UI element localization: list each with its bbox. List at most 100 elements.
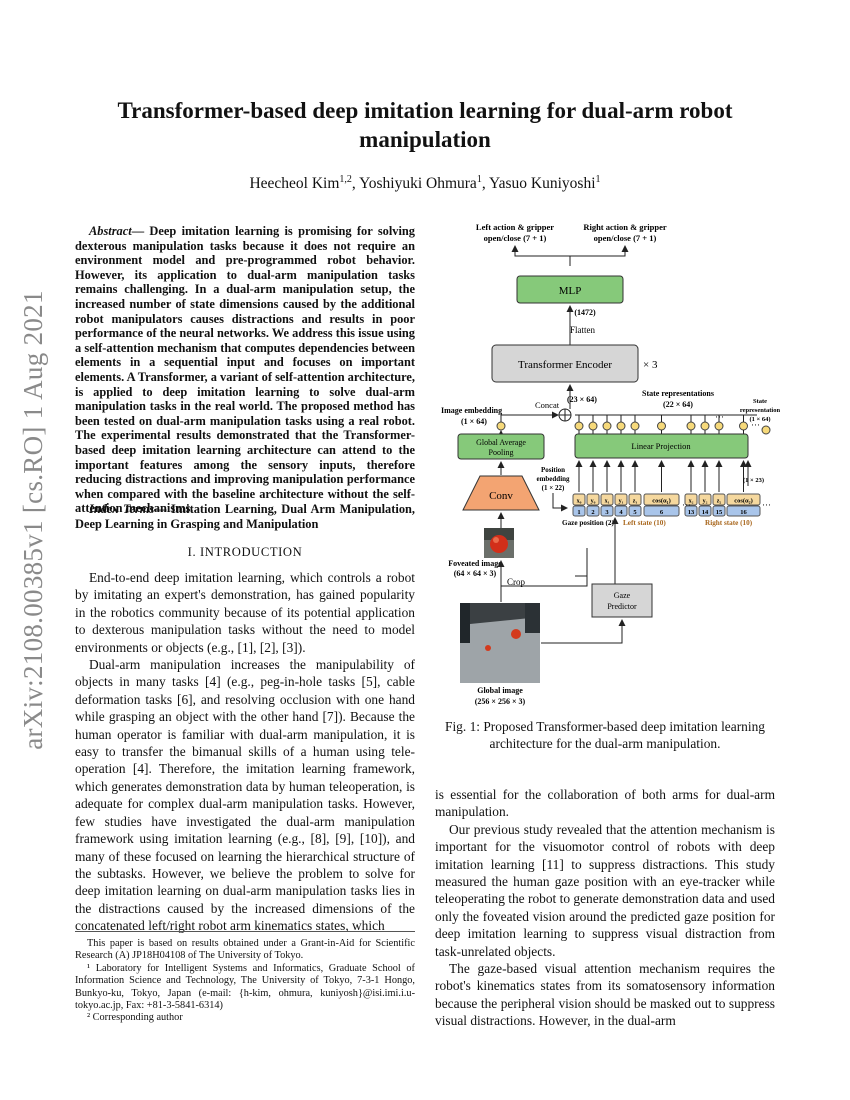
state-token-circle [739, 421, 748, 431]
author-name: Heecheol Kim [249, 175, 340, 193]
intro-body: End-to-end deep imitation learning, whic… [75, 569, 415, 935]
token-index-label: 13 [688, 509, 695, 516]
foveated-dim: (64 × 64 × 3) [454, 569, 497, 578]
transformer-repeat: × 3 [643, 359, 658, 371]
image-embedding-label: Image embedding [441, 406, 502, 415]
transformer-label: Transformer Encoder [518, 359, 612, 371]
token-index-label: 3 [605, 509, 609, 516]
gap-label: Global Average [476, 438, 526, 447]
author-name: Yasuo Kuniyoshi [489, 175, 596, 193]
index-terms-text: Imitation Learning, Dual Arm Manipulatio… [75, 502, 415, 531]
image-embedding-dim: (1 × 64) [461, 417, 487, 426]
dim-23x64: (23 × 64) [567, 395, 597, 404]
token-value [572, 493, 586, 506]
token-index [600, 505, 614, 517]
abstract-text: Deep imitation learning is promising for… [75, 224, 416, 516]
token-index-label: 4 [619, 509, 623, 516]
paragraph: Our previous study revealed that the att… [435, 821, 775, 959]
right-state-label: Right state (10) [705, 519, 753, 527]
token-index [614, 505, 628, 517]
mlp-block [516, 275, 624, 304]
state-repr-small: State [753, 398, 767, 405]
token-index [698, 505, 712, 517]
state-repr-small-2: representation [740, 407, 780, 414]
footnote: This paper is based on results obtained … [75, 938, 415, 962]
token-index-label: 16 [740, 509, 747, 516]
token-ellipsis: ··· [682, 500, 691, 510]
state-token-circle [657, 421, 666, 431]
right-action-label: Right action & gripper [583, 222, 667, 232]
abstract-dash: — [131, 224, 150, 238]
index-terms: Index Terms— Imitation Learning, Dual Ar… [75, 502, 415, 531]
paragraph: Dual-arm manipulation increases the mani… [75, 657, 415, 934]
gap-label-2: Pooling [489, 448, 514, 457]
paragraph: is essential for the collaboration of bo… [435, 787, 775, 820]
token-value-label: cos(α₁) [652, 498, 671, 505]
token-value [600, 493, 614, 506]
token-index [586, 505, 600, 517]
flatten-label: Flatten [570, 325, 595, 335]
linear-projection-block [574, 433, 749, 459]
state-ellipsis: ··· [715, 412, 724, 422]
abstract-label: Abstract [89, 224, 132, 238]
author-separator: , [481, 175, 489, 193]
foveated-image [484, 528, 514, 558]
token-value [712, 493, 726, 506]
state-repr-dim: (22 × 64) [663, 400, 693, 409]
pos-emb-dim: (1 × 22) [542, 484, 565, 492]
global-to-gaze-arrow [541, 619, 626, 644]
position-embedding-arrow [552, 493, 568, 512]
image-to-concat [500, 411, 559, 422]
footnote-divider [75, 931, 415, 932]
token-value-label: x₁ [605, 499, 610, 505]
token-value-label: x₂ [689, 499, 694, 505]
author-affiliation: 1 [476, 174, 482, 185]
state-token-circle [616, 421, 626, 431]
token-value-label: z₁ [633, 499, 638, 505]
projection-arrows [552, 460, 752, 512]
token-value [684, 493, 698, 506]
gaze-predictor-block [591, 583, 653, 618]
token-value-label: x₀ [577, 499, 582, 505]
state-token-circle [700, 421, 710, 431]
state-token-circle [602, 421, 612, 431]
state-repr-extra-circle [761, 425, 771, 435]
pos-emb-label: Position [541, 466, 565, 474]
token-value [628, 493, 642, 506]
right-column-body: is essential for the collaboration of bo… [435, 786, 775, 1030]
figure-caption: Fig. 1: Proposed Transformer-based deep … [445, 719, 765, 751]
token-value-label: z₂ [717, 499, 722, 505]
token-index [628, 505, 642, 517]
global-image [460, 603, 540, 683]
token-value-label: y₂ [703, 499, 708, 505]
state-repr-small-dim: (1 × 64) [749, 416, 770, 423]
token-index-label: 5 [633, 509, 637, 516]
gap-block [457, 433, 545, 460]
token-index-label: 1 [577, 509, 580, 516]
token-index-label: 2 [591, 509, 594, 516]
token-value-label: y₁ [619, 499, 624, 505]
author-separator: , [351, 175, 360, 193]
pos-emb-label-2: embedding [536, 475, 570, 483]
token-index [572, 505, 586, 517]
token-value [698, 493, 712, 506]
section-heading: I. INTRODUCTION [187, 545, 303, 559]
footnote: ¹ Laboratory for Intelligent Systems and… [75, 962, 415, 1012]
paragraph: The gaze-based visual attention mechanis… [435, 961, 775, 1029]
index-terms-dash: — [154, 502, 171, 516]
token-value [726, 493, 761, 506]
left-state-label: Left state (10) [623, 519, 666, 527]
crop-label: Crop [507, 577, 526, 587]
state-token-circle [686, 421, 696, 431]
token-value [614, 493, 628, 506]
gaze-predictor-label-2: Predictor [607, 602, 637, 611]
dim-1472: (1472) [574, 308, 596, 317]
token-value-label: cos(α₂) [734, 498, 753, 505]
state-ellipsis-2: ··· [751, 420, 760, 430]
transformer-block [491, 344, 639, 383]
left-action-dim: open/close (7 + 1) [484, 233, 547, 243]
author-affiliation: 1 [595, 174, 601, 185]
token-index-label: 15 [716, 509, 723, 516]
token-value [586, 493, 600, 506]
global-image-dim: (256 × 256 × 3) [475, 697, 526, 706]
